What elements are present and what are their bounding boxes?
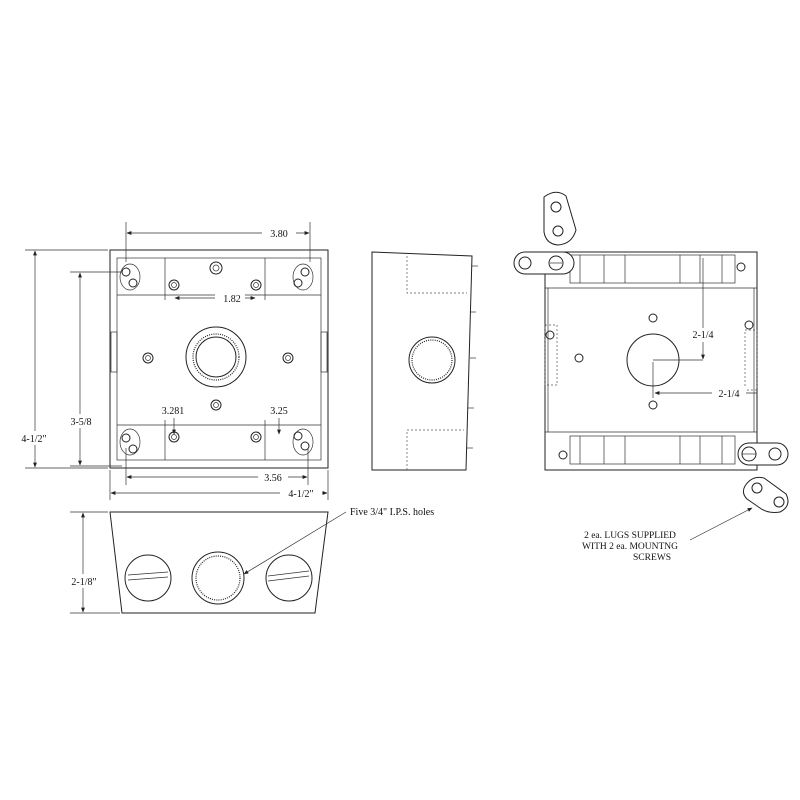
dim-bottom-height: 2-1/8" xyxy=(71,577,96,588)
back-mounting-holes xyxy=(545,262,754,460)
front-corner-screw-bosses xyxy=(119,263,314,456)
front-view-outline xyxy=(109,249,329,469)
side-view-studs xyxy=(467,265,478,449)
dim-height-outer: 4-1/2" xyxy=(21,434,46,445)
lugs-note-line1: 2 ea. LUGS SUPPLIED xyxy=(584,531,676,541)
dim-back-horizontal: 2-1/4 xyxy=(718,389,739,400)
holes-note: Five 3/4" I.P.S. holes xyxy=(350,507,434,518)
bottom-right-attached-lug xyxy=(737,442,789,466)
loose-lug-bottom xyxy=(742,476,789,513)
dim-center-spacing: 1.82 xyxy=(223,294,241,305)
front-center-knockout xyxy=(185,326,247,388)
dim-width-top: 3.80 xyxy=(270,229,288,240)
back-bottom-rib xyxy=(569,435,736,465)
bottom-left-plug xyxy=(124,554,172,602)
dim-hole-right: 3.25 xyxy=(270,406,288,417)
bottom-right-plug xyxy=(265,554,313,602)
dim-width-overall: 4-1/2" xyxy=(288,489,313,500)
loose-lug-top xyxy=(543,191,577,246)
side-view xyxy=(371,251,478,471)
back-view: 2-1/4 2-1/4 2 ea. LUGS xyxy=(513,191,789,563)
lugs-note-line2: WITH 2 ea. MOUNTNG xyxy=(582,542,678,552)
bottom-view-outline xyxy=(109,511,329,614)
dim-width-bottom: 3.56 xyxy=(264,473,282,484)
bottom-view: 2-1/8" Five 3/4" I.P.S. holes xyxy=(62,507,434,614)
front-view: 3.80 1.82 3-5/8 4-1/2" 3.281 3.25 3.56 4… xyxy=(16,222,329,500)
front-mounting-holes xyxy=(142,261,294,443)
dim-hole-left: 3.281 xyxy=(162,406,185,417)
side-view-outline xyxy=(371,251,473,471)
bottom-center-knockout xyxy=(191,551,245,605)
dim-back-vertical: 2-1/4 xyxy=(692,330,713,341)
lugs-note-line3: SCREWS xyxy=(633,553,671,563)
top-left-attached-lug xyxy=(513,251,575,275)
dim-height-inner: 3-5/8 xyxy=(70,417,91,428)
